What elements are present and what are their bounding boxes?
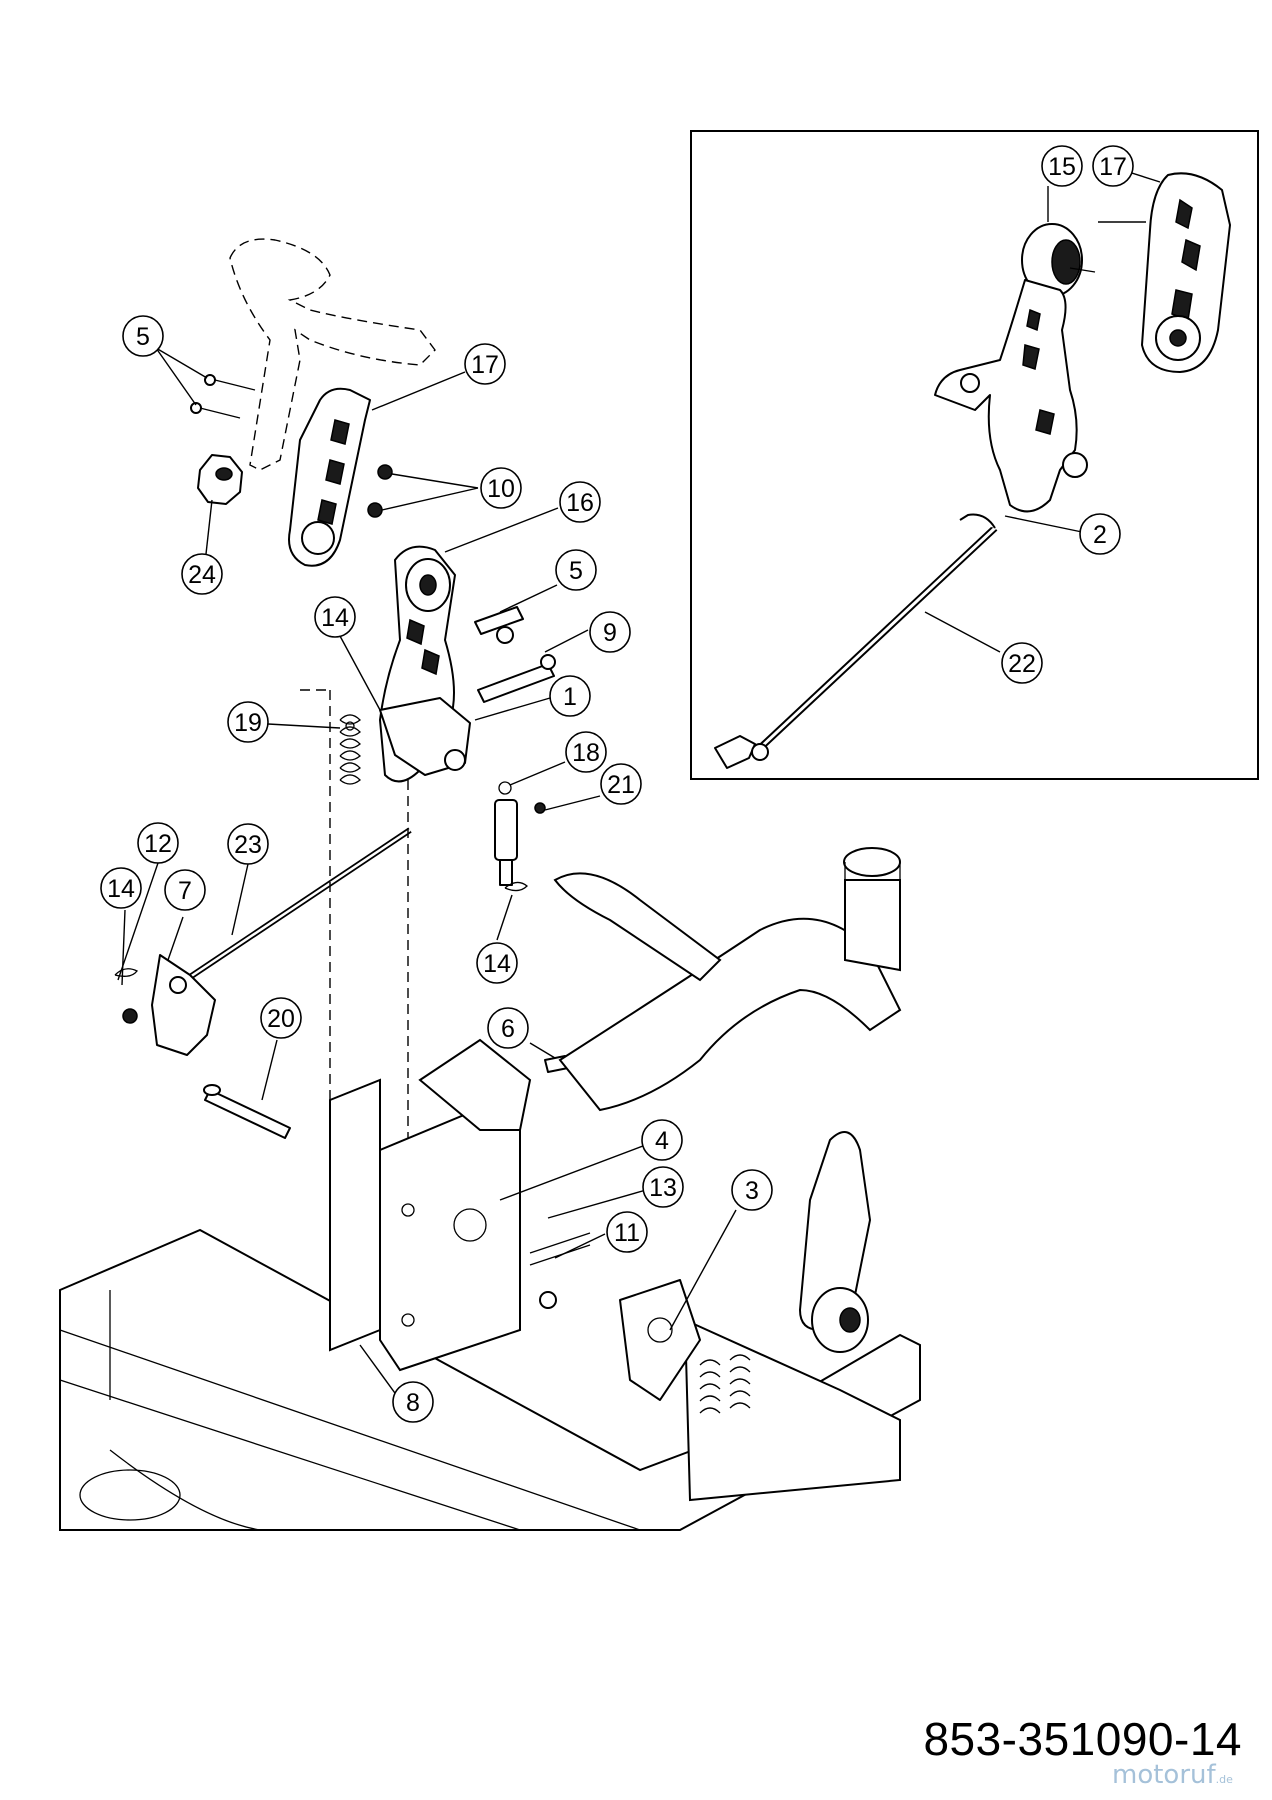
bolts-5 bbox=[190, 374, 256, 419]
callout-4: 4 bbox=[641, 1119, 683, 1161]
callout-9: 9 bbox=[589, 611, 631, 653]
bracket-part bbox=[151, 954, 216, 1056]
callout-12: 12 bbox=[137, 822, 179, 864]
svg-text:1: 1 bbox=[563, 683, 577, 711]
svg-text:10: 10 bbox=[487, 475, 515, 503]
mower-frame bbox=[59, 847, 921, 1531]
svg-text:17: 17 bbox=[1099, 153, 1127, 181]
svg-text:5: 5 bbox=[136, 323, 150, 351]
svg-text:17: 17 bbox=[471, 351, 499, 379]
callout-13: 13 bbox=[642, 1166, 684, 1208]
callout-23: 23 bbox=[227, 823, 269, 865]
callout-3: 3 bbox=[731, 1169, 773, 1211]
watermark-suffix: .de bbox=[1215, 1773, 1233, 1786]
callout-22: 22 bbox=[1001, 642, 1043, 684]
callout-18: 18 bbox=[565, 731, 607, 773]
pin-parts bbox=[474, 606, 556, 703]
callout-5-top: 5 bbox=[122, 315, 164, 357]
callout-21: 21 bbox=[600, 763, 642, 805]
svg-text:19: 19 bbox=[234, 709, 262, 737]
callout-10: 10 bbox=[480, 467, 522, 509]
svg-text:4: 4 bbox=[655, 1127, 669, 1155]
callout-24: 24 bbox=[181, 553, 223, 595]
svg-text:20: 20 bbox=[267, 1005, 295, 1033]
site-watermark: motoruf.de bbox=[1112, 1760, 1233, 1790]
callout-16: 16 bbox=[559, 481, 601, 523]
callout-7: 7 bbox=[164, 869, 206, 911]
inset-lever-part bbox=[934, 223, 1096, 513]
callout-20: 20 bbox=[260, 997, 302, 1039]
svg-text:14: 14 bbox=[483, 950, 511, 978]
svg-text:7: 7 bbox=[178, 877, 192, 905]
svg-text:6: 6 bbox=[501, 1015, 515, 1043]
damper-part bbox=[494, 781, 546, 886]
callout-15: 15 bbox=[1041, 145, 1083, 187]
callout-11: 11 bbox=[606, 1211, 648, 1253]
callout-19: 19 bbox=[227, 701, 269, 743]
svg-text:9: 9 bbox=[603, 619, 617, 647]
callout-6: 6 bbox=[487, 1007, 529, 1049]
svg-text:5: 5 bbox=[569, 557, 583, 585]
watermark-brand: motoruf bbox=[1112, 1760, 1216, 1790]
callout-14-left: 14 bbox=[100, 867, 142, 909]
svg-text:12: 12 bbox=[144, 830, 172, 858]
inset-detail-frame bbox=[690, 130, 1259, 780]
callout-2: 2 bbox=[1079, 513, 1121, 555]
callout-14-upper: 14 bbox=[314, 596, 356, 638]
handle-tube bbox=[229, 238, 436, 471]
inset-handle-part bbox=[1141, 172, 1231, 373]
svg-text:3: 3 bbox=[745, 1177, 759, 1205]
callout-14-right: 14 bbox=[476, 942, 518, 984]
callout-8: 8 bbox=[392, 1381, 434, 1423]
control-lever-part bbox=[379, 545, 471, 783]
svg-text:14: 14 bbox=[107, 875, 135, 903]
callout-17-inset: 17 bbox=[1092, 145, 1134, 187]
long-pin-part bbox=[203, 1084, 291, 1139]
knob-part bbox=[197, 454, 243, 505]
callout-5: 5 bbox=[555, 549, 597, 591]
leader-lines bbox=[117, 167, 1161, 1401]
svg-text:18: 18 bbox=[572, 739, 600, 767]
drawing-number: 853-351090-14 bbox=[923, 1713, 1242, 1765]
svg-text:13: 13 bbox=[649, 1174, 677, 1202]
svg-text:14: 14 bbox=[321, 604, 349, 632]
spring-part bbox=[339, 714, 361, 785]
svg-text:21: 21 bbox=[607, 771, 635, 799]
svg-text:11: 11 bbox=[614, 1219, 640, 1247]
svg-text:23: 23 bbox=[234, 831, 262, 859]
svg-text:16: 16 bbox=[566, 489, 594, 517]
svg-text:8: 8 bbox=[406, 1389, 420, 1417]
svg-text:24: 24 bbox=[188, 561, 216, 589]
svg-text:15: 15 bbox=[1048, 153, 1076, 181]
svg-text:2: 2 bbox=[1093, 521, 1107, 549]
handle-pad-part bbox=[288, 387, 371, 567]
callout-1: 1 bbox=[549, 675, 591, 717]
svg-text:22: 22 bbox=[1008, 650, 1036, 678]
callout-17: 17 bbox=[464, 343, 506, 385]
